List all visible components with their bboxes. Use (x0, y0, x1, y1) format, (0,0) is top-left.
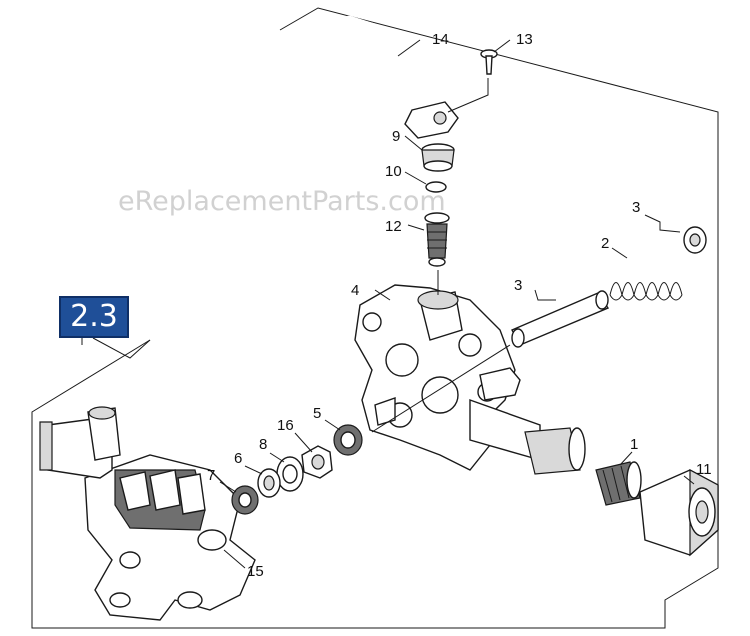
callout-14: 14 (432, 31, 449, 48)
seal-7 (231, 485, 259, 515)
callout-13: 13 (516, 31, 533, 48)
sleeve-tube (511, 290, 610, 348)
leader-lines (81, 39, 695, 569)
valve-cap (421, 143, 455, 172)
pump-head-assembly (39, 406, 256, 621)
seal-washer-right (683, 226, 707, 254)
callout-9: 9 (392, 128, 400, 145)
callout-12: 12 (385, 218, 402, 235)
callout-6: 6 (234, 450, 242, 467)
inlet-filter (595, 461, 642, 506)
callout-16: 16 (277, 417, 294, 434)
callout-7: 7 (207, 467, 215, 484)
callout-1: 1 (630, 436, 638, 453)
callout-8: 8 (259, 436, 267, 453)
assembly-frame (31, 7, 719, 629)
screw (480, 49, 498, 75)
seal-5 (333, 424, 363, 456)
callout-10: 10 (385, 163, 402, 180)
pressure-tube (339, 15, 459, 139)
washer-6 (257, 468, 281, 498)
retainer-16 (301, 445, 333, 479)
callout-labels: 14 13 9 10 12 4 3 2 3 5 16 8 6 7 15 1 11 (207, 31, 712, 580)
hose-fitting (639, 468, 719, 557)
section-badge: 2.3 (59, 296, 129, 338)
spring (609, 282, 683, 301)
outlet-nipple (469, 399, 586, 475)
callout-3-mid: 3 (514, 277, 522, 294)
o-ring (425, 181, 447, 193)
washer-8 (276, 456, 304, 492)
callout-2: 2 (601, 235, 609, 252)
check-valve (424, 212, 450, 267)
callout-5: 5 (313, 405, 321, 422)
watermark: eReplacementParts.com (118, 186, 446, 217)
callout-3-top: 3 (632, 199, 640, 216)
callout-15: 15 (247, 563, 264, 580)
callout-11: 11 (696, 461, 712, 478)
callout-4: 4 (351, 282, 359, 299)
